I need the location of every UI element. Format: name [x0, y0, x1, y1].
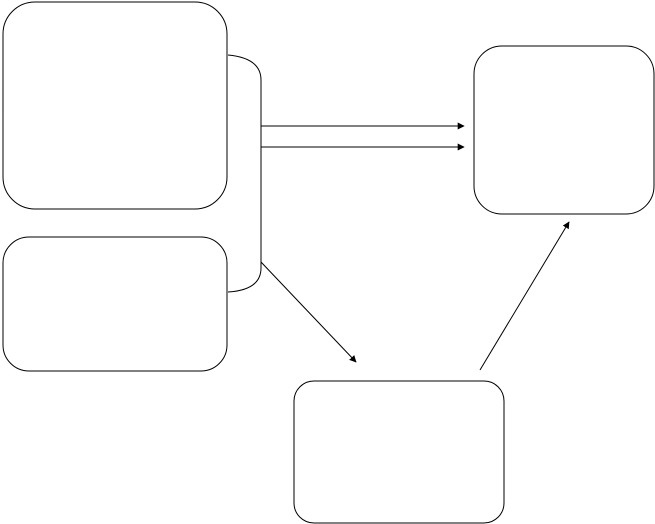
arrow-brace-to-bottom-box — [260, 261, 357, 363]
box-bottom-center — [293, 380, 505, 524]
arrow-bottom-box-to-right-box — [479, 221, 570, 371]
box-top-left — [2, 1, 228, 210]
left-group-brace — [227, 54, 262, 293]
box-bottom-left — [2, 236, 228, 372]
box-right — [473, 45, 655, 215]
